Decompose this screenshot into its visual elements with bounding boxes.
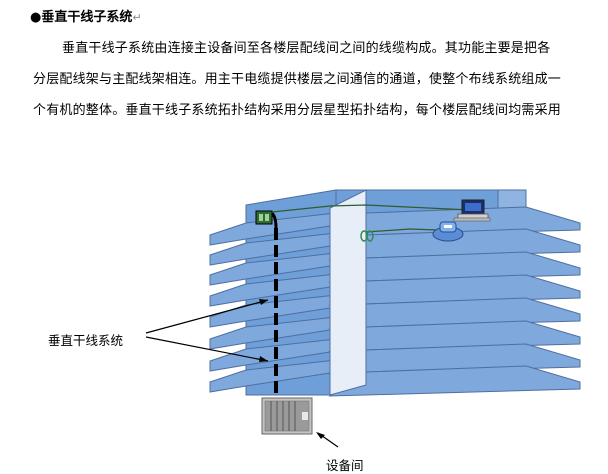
server-rack-icon — [261, 397, 313, 435]
paragraph-line-1: 垂直干线子系统由连接主设备间至各楼层配线间之间的线缆构成。其功能主要是把各 — [62, 41, 551, 56]
return-mark: ↵ — [132, 11, 142, 24]
equipment-room-label: 设备间 — [326, 458, 364, 473]
paragraph-line-2: 分层配线架与主配线架相连。用主干电缆提供楼层之间通信的通道，使整个布线系统组成一 — [33, 72, 562, 87]
telephone-icon — [432, 221, 464, 242]
floor-slab-right — [328, 365, 581, 397]
riser-label: 垂直干线系统 — [48, 333, 124, 348]
riser-label-arrows — [145, 299, 269, 362]
equipment-room-arrow — [316, 432, 339, 448]
connector-icon — [255, 210, 273, 225]
heading-title: 垂直干线子系统 — [41, 10, 133, 25]
computer-icon — [453, 199, 491, 222]
section-heading: ●垂直干线子系统↵ — [30, 6, 142, 25]
paragraph-line-3: 个有机的整体。垂直干线子系统拓扑结构采用分层星型拓扑结构，每个楼层配线间均需采用 — [33, 103, 562, 118]
center-partition — [329, 189, 367, 396]
horizontal-cable-phone — [365, 228, 439, 233]
bullet-mark: ● — [30, 10, 42, 25]
connector-icon — [360, 230, 374, 242]
